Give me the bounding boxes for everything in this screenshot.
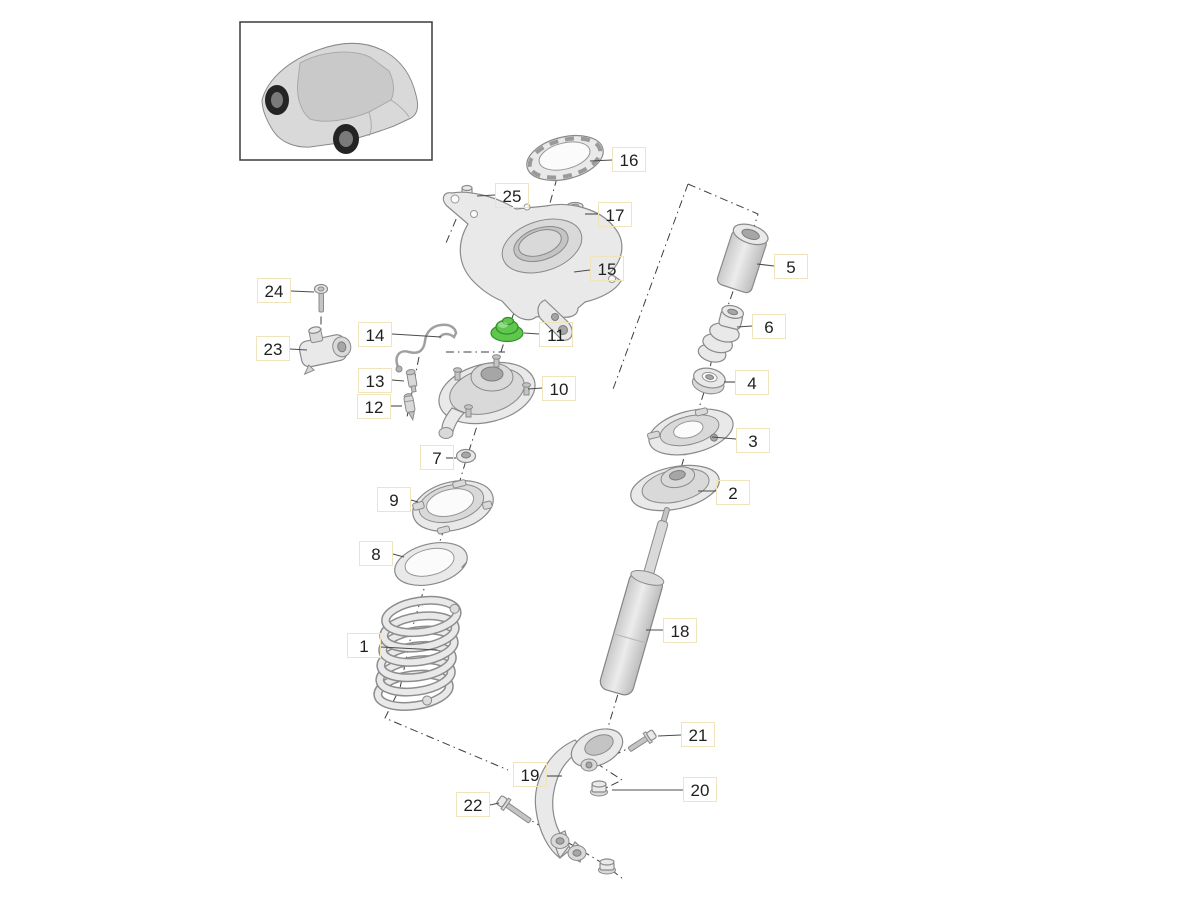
part-label-25[interactable]: 25	[495, 183, 529, 208]
part-9-shape[interactable]	[407, 473, 498, 539]
part-7-shape[interactable]	[455, 448, 477, 464]
leader-line-8	[392, 553, 405, 558]
part-label-21[interactable]: 21	[681, 722, 715, 747]
part-label-20a[interactable]: 20	[683, 777, 717, 802]
leader-line-13	[391, 379, 405, 382]
part-label-23[interactable]: 23	[256, 336, 290, 361]
leader-line-16	[589, 159, 613, 162]
part-label-12[interactable]: 12	[357, 394, 391, 419]
part-label-8[interactable]: 8	[359, 541, 393, 566]
part-20b-shape[interactable]	[598, 858, 616, 875]
leader-line-14	[391, 333, 442, 338]
leader-line-10	[527, 387, 543, 390]
part-10-shape[interactable]	[432, 353, 541, 439]
part-label-3[interactable]: 3	[736, 428, 770, 453]
axis-line-clamp-nut	[595, 762, 624, 789]
leader-line-23	[289, 348, 308, 351]
part-20a-shape[interactable]	[590, 780, 608, 797]
part-label-4[interactable]: 4	[735, 370, 769, 395]
part-2-shape[interactable]	[627, 458, 724, 518]
part-21-shape[interactable]	[626, 728, 658, 754]
part-label-7[interactable]: 7	[420, 445, 454, 470]
part-15-shape[interactable]	[442, 191, 623, 341]
part-label-22[interactable]: 22	[456, 792, 490, 817]
part-14-shape[interactable]	[395, 323, 458, 373]
leader-line-1	[380, 646, 438, 651]
part-5-shape[interactable]	[716, 220, 771, 294]
vehicle-wheel-front-rim	[271, 92, 283, 108]
vehicle-wheel-rear-rim	[339, 131, 353, 147]
part-label-13[interactable]: 13	[358, 368, 392, 393]
part-label-24[interactable]: 24	[257, 278, 291, 303]
leader-line-24	[290, 290, 315, 293]
part-18-shape[interactable]	[598, 503, 684, 697]
part-label-15[interactable]: 15	[590, 256, 624, 281]
part-label-1[interactable]: 1	[347, 633, 381, 658]
part-6-shape[interactable]	[696, 300, 745, 366]
vehicle-rear-line	[368, 99, 410, 137]
part-4-shape[interactable]	[691, 365, 727, 396]
leader-line-22	[489, 802, 500, 806]
part-label-2[interactable]: 2	[716, 480, 750, 505]
leader-line-9	[410, 499, 419, 503]
leader-line-6	[736, 325, 753, 328]
leader-line-5	[756, 263, 775, 267]
part-label-9[interactable]: 9	[377, 487, 411, 512]
leader-line-15	[573, 269, 591, 273]
part-label-6[interactable]: 6	[752, 314, 786, 339]
vehicle-thumbnail	[239, 21, 433, 161]
part-24-shape[interactable]	[313, 283, 329, 313]
leader-line-21	[657, 734, 682, 737]
part-label-5[interactable]: 5	[774, 254, 808, 279]
part-3-shape[interactable]	[644, 401, 738, 463]
axis-line-branch	[611, 183, 689, 393]
leader-line-25	[476, 194, 496, 197]
leader-lines	[289, 159, 775, 806]
leader-line-11	[523, 332, 540, 335]
part-8-shape[interactable]	[390, 536, 471, 593]
part-19-shape[interactable]	[534, 721, 628, 863]
part-11-shape[interactable]	[490, 316, 524, 343]
part-16-shape[interactable]	[522, 128, 608, 188]
part-1-shape[interactable]	[366, 595, 472, 712]
part-label-11[interactable]: 11	[539, 322, 573, 347]
part-13-shape[interactable]	[405, 369, 419, 393]
part-label-14[interactable]: 14	[358, 322, 392, 347]
part-12-shape[interactable]	[403, 393, 416, 422]
part-label-16[interactable]: 16	[612, 147, 646, 172]
part-label-17[interactable]: 17	[598, 202, 632, 227]
part-label-19[interactable]: 19	[513, 762, 547, 787]
leader-line-3	[711, 436, 737, 440]
part-22-shape[interactable]	[495, 794, 534, 826]
part-label-10[interactable]: 10	[542, 376, 576, 401]
parts-layer	[295, 128, 771, 875]
part-label-18[interactable]: 18	[663, 618, 697, 643]
part-23-shape[interactable]	[295, 320, 354, 376]
